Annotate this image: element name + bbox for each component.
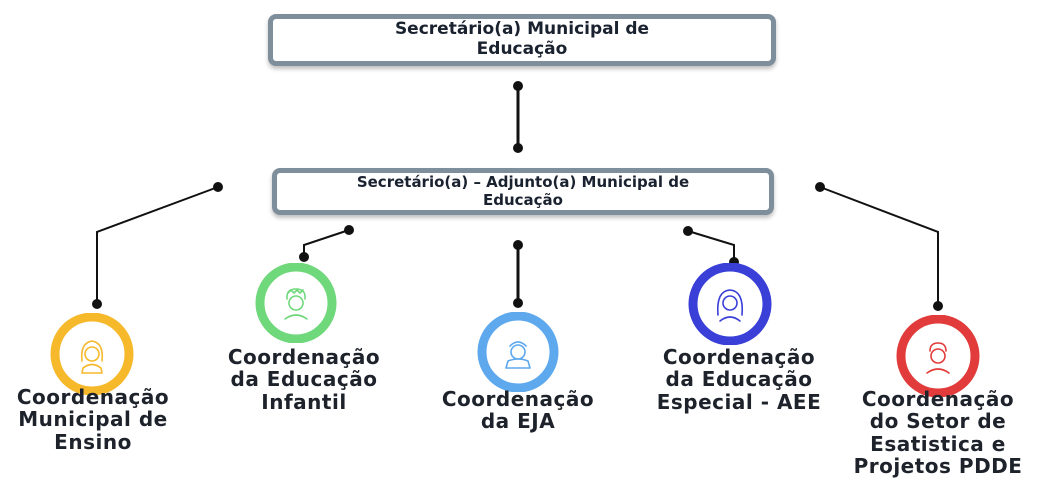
man-icon	[896, 315, 980, 397]
connector-dot	[513, 240, 523, 250]
connector-dot	[815, 182, 825, 192]
connector-node-2	[303, 229, 350, 257]
child-icon	[255, 263, 337, 343]
mid-box-text: Secretário(a) – Adjunto(a) Municipal de …	[356, 173, 690, 209]
connector-dot	[933, 301, 943, 311]
connector-dot	[513, 143, 523, 153]
node-1-label: Coordenação Municipal de Ensino	[16, 385, 170, 454]
node-5-label: Coordenação do Setor de Esatistica e Pro…	[853, 387, 1023, 478]
node-3-label: Coordenação da EJA	[441, 387, 595, 434]
connector-dot	[683, 226, 693, 236]
node-4-label: Coordenação da Educação Especial - AEE	[656, 345, 822, 414]
top-box-secretario: Secretário(a) Municipal de Educação	[268, 14, 776, 66]
mid-box-adjunto: Secretário(a) – Adjunto(a) Municipal de …	[272, 168, 774, 215]
node-2-label: Coordenação da Educação Infantil	[227, 345, 381, 414]
connector-dot	[344, 225, 354, 235]
connector-dot	[213, 182, 223, 192]
connector-dot	[299, 252, 309, 262]
connector-dot	[92, 299, 102, 309]
connector-node-4	[687, 230, 735, 262]
connector-node-5	[819, 186, 939, 306]
connector-dot	[513, 298, 523, 308]
connector-node-1	[96, 186, 219, 304]
student-icon	[477, 312, 559, 392]
girl-icon	[688, 263, 772, 345]
connector-dot	[513, 81, 523, 91]
woman-icon	[50, 313, 134, 395]
top-box-text: Secretário(a) Municipal de Educação	[394, 19, 650, 59]
